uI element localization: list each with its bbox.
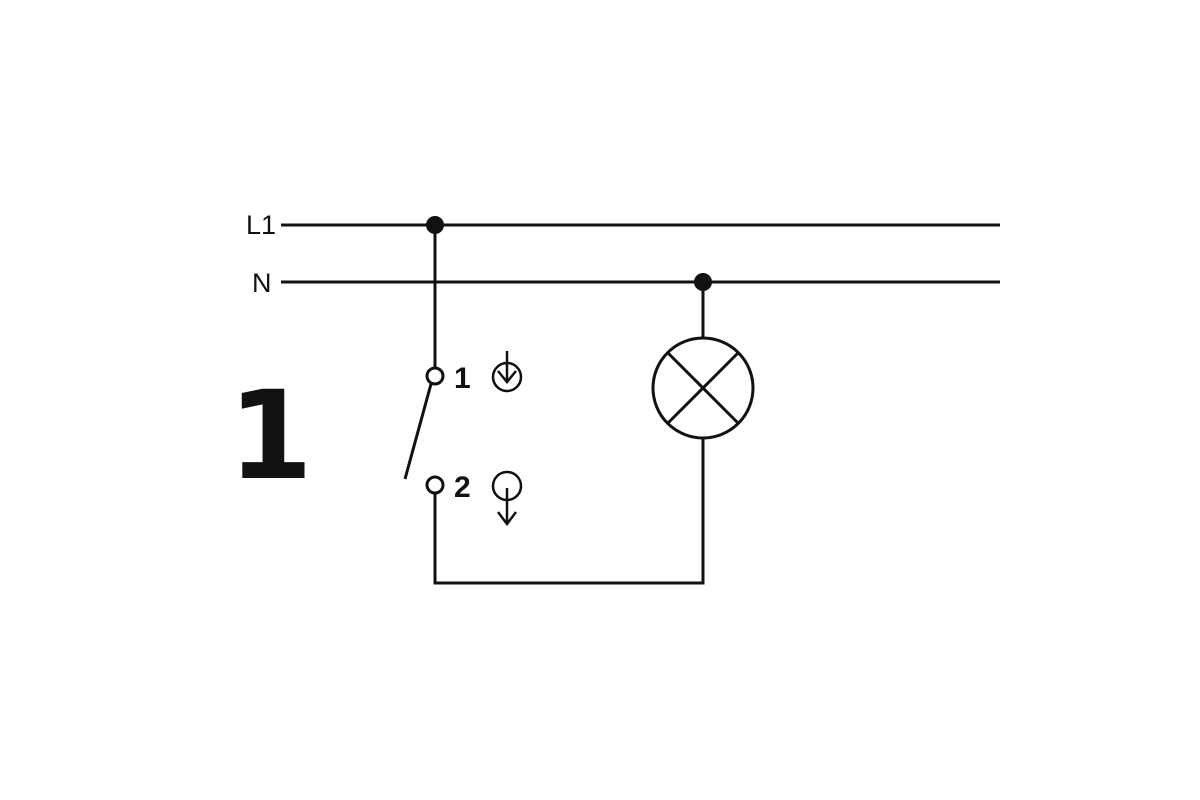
n-label: N <box>252 268 272 298</box>
lamp-cross-line-2 <box>666 351 740 425</box>
switch-terminal-2 <box>425 475 445 495</box>
lamp-icon <box>651 336 755 440</box>
terminal-2-label: 2 <box>454 471 471 504</box>
return-wire <box>433 438 705 585</box>
arrow-head <box>497 511 517 527</box>
switch-blade <box>403 383 433 480</box>
label-group: L1 N 1 2 1 <box>228 210 471 507</box>
circle-with-arrow-down-icon <box>491 470 523 527</box>
wire-group <box>281 216 1000 585</box>
l1-label: L1 <box>246 210 276 240</box>
arrow-head <box>497 370 517 384</box>
step-number: 1 <box>228 365 313 507</box>
terminal-1-label: 1 <box>454 362 471 395</box>
lamp-circle <box>651 336 755 440</box>
switch-terminal-1 <box>425 366 445 386</box>
arrow-down-into-circle-icon <box>491 351 523 393</box>
